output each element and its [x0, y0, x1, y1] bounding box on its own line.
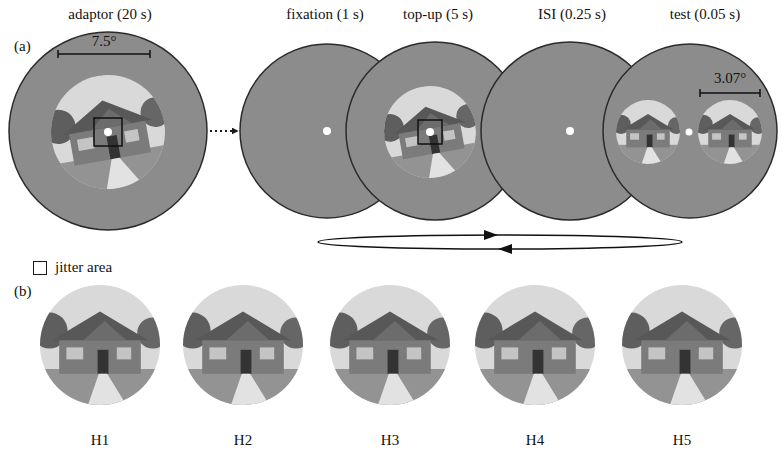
- jitter-square: [94, 118, 122, 146]
- house-photo: [175, 285, 312, 405]
- stimulus-circle: H2: [183, 285, 303, 405]
- stimulus-circle: H1: [40, 285, 160, 405]
- phase-heading: adaptor (20 s): [68, 6, 151, 23]
- house-photo: [612, 100, 685, 164]
- circle-outline: [622, 285, 742, 405]
- stimulus-circle: test (0.05 s)3.07°: [602, 43, 778, 219]
- circle-outline: [475, 285, 595, 405]
- circle-shape: [603, 44, 777, 218]
- fixation-dot: [686, 129, 693, 136]
- circle-outline: [602, 43, 778, 219]
- phase-heading: H1: [91, 432, 109, 449]
- house-photo: [322, 285, 459, 405]
- house-photo: [467, 285, 604, 405]
- dotted-arrow: [210, 130, 238, 132]
- dimension-bar: [58, 50, 150, 58]
- phase-heading: H2: [234, 432, 252, 449]
- phase-heading: top-up (5 s): [403, 6, 473, 23]
- dimension-bar: [700, 89, 760, 97]
- house-photo: [370, 78, 489, 187]
- dimension-label: 3.07°: [714, 70, 746, 87]
- circle-shape: [41, 286, 159, 404]
- loop-arrowhead: [484, 230, 498, 240]
- house-photo: [694, 100, 767, 164]
- circle-shape: [623, 286, 741, 404]
- stimulus-circle: H5: [622, 285, 742, 405]
- circle-shape: [184, 286, 302, 404]
- circle-outline: [183, 285, 303, 405]
- jitter-square: [418, 120, 442, 144]
- panel-label: (a): [14, 38, 31, 55]
- phase-heading: H5: [673, 432, 691, 449]
- phase-heading: H4: [526, 432, 544, 449]
- house-photo: [32, 285, 169, 405]
- circle-outline: [330, 285, 450, 405]
- fixation-dot: [104, 128, 112, 136]
- fixation-dot: [566, 127, 574, 135]
- fixation-dot: [426, 128, 434, 136]
- house-photo: [614, 285, 751, 405]
- stimulus-circle: adaptor (20 s)7.5°: [8, 31, 208, 231]
- circle-outline: [8, 31, 208, 231]
- loop-ellipse: [318, 235, 682, 249]
- panel-label: (b): [14, 283, 32, 300]
- fixation-dot: [323, 127, 331, 135]
- circle-shape: [476, 286, 594, 404]
- phase-heading: test (0.05 s): [670, 6, 740, 23]
- legend-swatch: [33, 261, 47, 275]
- circle-shape: [9, 32, 207, 230]
- stimulus-circle: H3: [330, 285, 450, 405]
- legend-item: jitter area: [33, 259, 112, 276]
- phase-heading: ISI (0.25 s): [538, 6, 606, 23]
- house-photo: [34, 65, 182, 200]
- legend-text: jitter area: [55, 259, 112, 276]
- loop-arrowhead: [498, 244, 512, 254]
- phase-heading: fixation (1 s): [286, 6, 363, 23]
- stimulus-circle: H4: [475, 285, 595, 405]
- phase-heading: H3: [381, 432, 399, 449]
- circle-shape: [331, 286, 449, 404]
- dimension-label: 7.5°: [92, 33, 117, 50]
- circle-outline: [40, 285, 160, 405]
